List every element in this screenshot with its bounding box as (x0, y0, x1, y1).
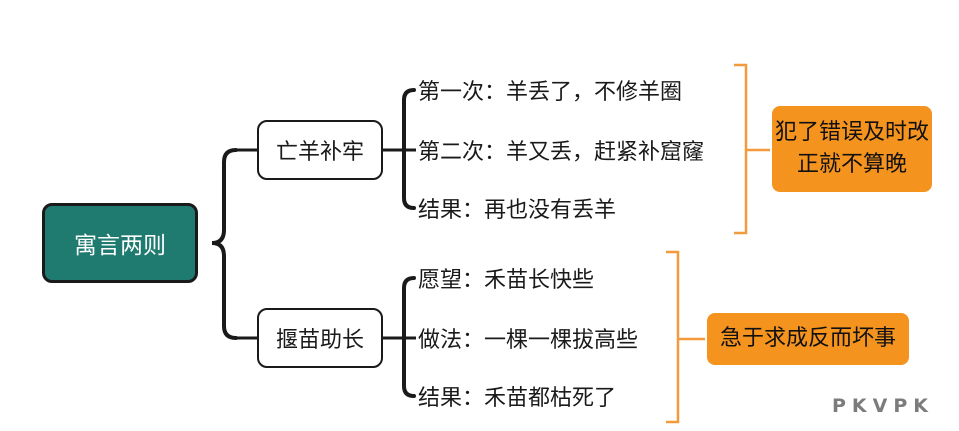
branch-node-1: 亡羊补牢 (257, 120, 383, 180)
branch-2-item-2: 做法：一棵一棵拔高些 (418, 328, 639, 353)
root-node: 寓言两则 (42, 203, 198, 283)
branch-2-item-1: 愿望：禾苗长快些 (418, 268, 595, 293)
branch-1-item-3: 结果：再也没有丢羊 (418, 198, 617, 223)
root-brace (211, 148, 238, 340)
branch-1-item-1: 第一次：羊丢了，不修羊圈 (418, 80, 683, 105)
summary-node-1: 犯了错误及时改正就不算晚 (772, 106, 932, 192)
branch-node-2: 揠苗助长 (257, 308, 383, 368)
summary-bracket-1 (734, 63, 770, 235)
branch-1-item-2: 第二次：羊又丢，赶紧补窟窿 (418, 140, 705, 165)
summary-node-2: 急于求成反而坏事 (707, 313, 909, 365)
watermark: PKVPK (832, 395, 935, 417)
summary-bracket-2 (666, 250, 705, 424)
branch-2-item-3: 结果：禾苗都枯死了 (418, 386, 617, 411)
